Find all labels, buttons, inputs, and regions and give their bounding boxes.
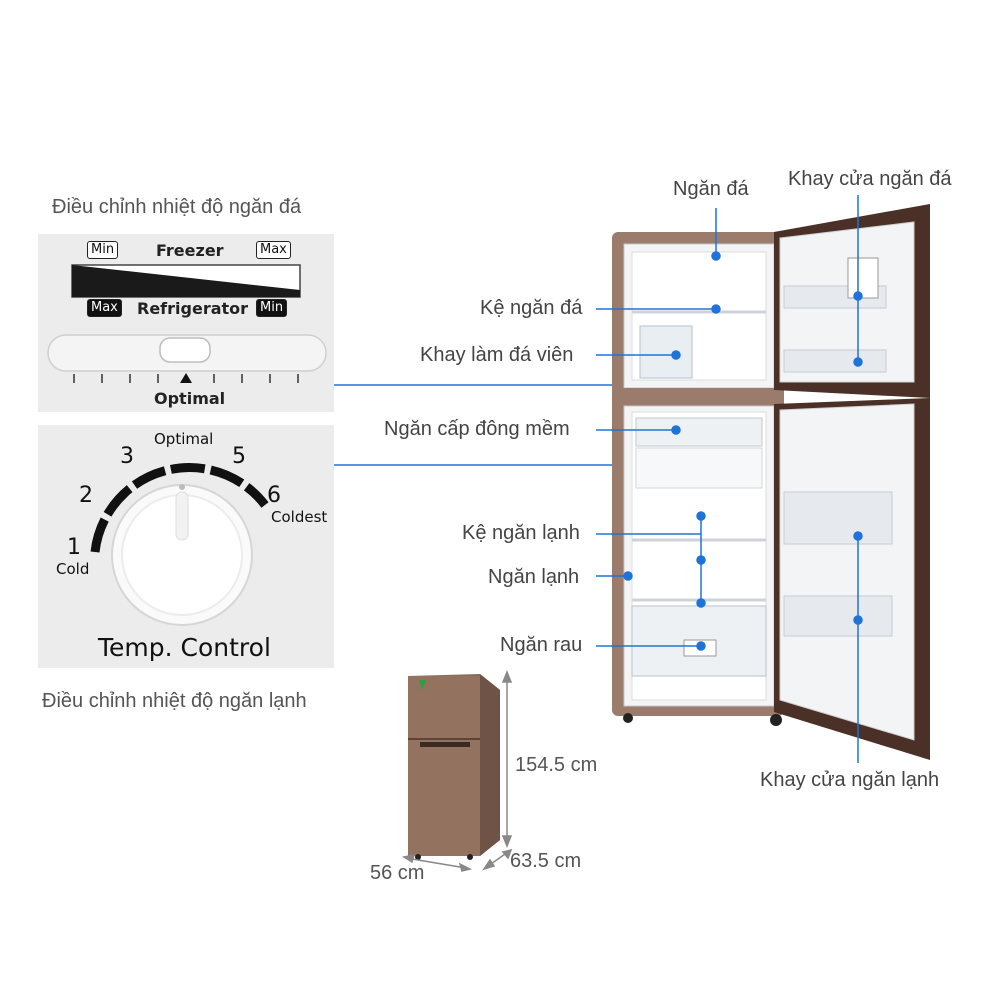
- freezer-label: Freezer: [156, 241, 224, 260]
- callout-ice-tray: Khay làm đá viên: [420, 344, 574, 366]
- freezer-wedge-bar: [71, 264, 301, 298]
- callout-freezer-shelf: Kệ ngăn đá: [480, 297, 583, 319]
- callout-soft-freeze: Ngăn cấp đông mềm: [384, 418, 570, 440]
- dial-optimal-label: Optimal: [154, 430, 214, 448]
- dimension-height: 154.5 cm: [515, 754, 598, 776]
- callout-freezer: Ngăn đá: [673, 178, 749, 200]
- dial-number-1: 1: [67, 535, 81, 560]
- freezer-min-label: Min: [87, 241, 119, 259]
- refrigerator-min-label: Min: [256, 299, 288, 317]
- dial-cold-label: Cold: [56, 560, 90, 578]
- callout-freezer-door-tray: Khay cửa ngăn đá: [788, 168, 952, 190]
- freezer-slider[interactable]: [47, 334, 327, 372]
- freezer-max-label: Max: [256, 241, 291, 259]
- dial-coldest-label: Coldest: [271, 508, 328, 526]
- dial-number-5: 5: [232, 444, 246, 469]
- fridge-body: [612, 232, 784, 726]
- freezer-slider-ticks: [73, 374, 299, 383]
- temp-control-title: Temp. Control: [98, 633, 271, 662]
- optimal-marker-icon: [180, 373, 192, 383]
- dimension-width: 56 cm: [370, 862, 425, 884]
- fridge-door[interactable]: [774, 398, 930, 760]
- dimension-depth: 63.5 cm: [510, 850, 582, 872]
- dial-number-6: 6: [267, 483, 281, 508]
- freezer-control-panel: Min Freezer Max Max Refrigerator Min Opt…: [38, 234, 334, 412]
- temp-dial[interactable]: [90, 463, 269, 626]
- small-fridge: [408, 674, 500, 860]
- refrigerator-max-label: Max: [87, 299, 122, 317]
- freezer-control-caption: Điều chỉnh nhiệt độ ngăn đá: [52, 196, 302, 218]
- callout-fridge: Ngăn lạnh: [488, 566, 580, 588]
- callout-fridge-door-tray: Khay cửa ngăn lạnh: [760, 769, 940, 791]
- freezer-door[interactable]: [774, 204, 930, 398]
- dial-number-3: 3: [120, 444, 134, 469]
- callout-vegetable: Ngăn rau: [500, 634, 583, 656]
- dimension-lines: [402, 669, 513, 872]
- dial-number-2: 2: [79, 483, 93, 508]
- callout-lines: [596, 195, 863, 763]
- refrigerator-label: Refrigerator: [137, 299, 249, 318]
- callout-fridge-shelf: Kệ ngăn lạnh: [462, 522, 580, 544]
- freezer-optimal-label: Optimal: [154, 389, 226, 408]
- fridge-control-caption: Điều chỉnh nhiệt độ ngăn lạnh: [42, 690, 307, 712]
